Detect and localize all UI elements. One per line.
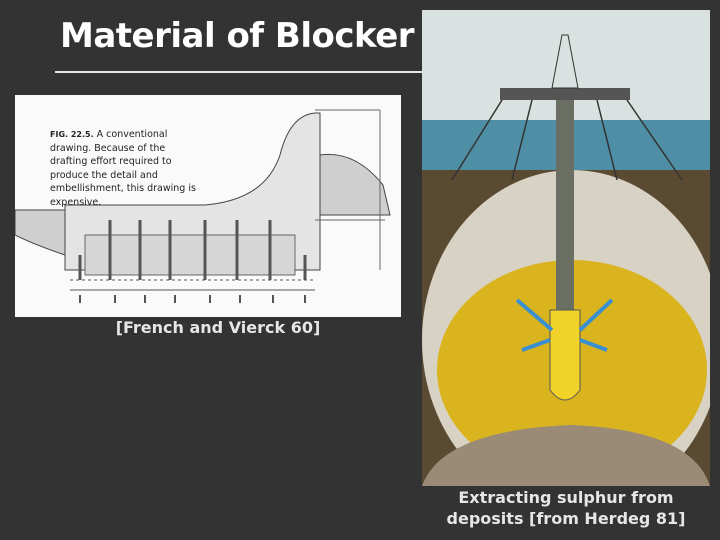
conventional-drawing-figure: FIG. 22.5. A conventional drawing. Becau… [14,95,401,317]
dam-drawing [14,109,391,303]
title-underline [55,71,425,73]
right-figure-caption: Extracting sulphur from deposits [from H… [446,488,686,528]
sulphur-illustration [422,10,720,510]
figure-label: FIG. 22.5. [50,130,94,139]
slide-title: Material of Blocker [60,16,415,56]
figure-description: FIG. 22.5. A conventional drawing. Becau… [50,128,200,209]
left-figure-caption: [French and Vierck 60] [115,318,321,337]
sulphur-extraction-illustration [422,10,720,510]
figure-text: A conventional drawing. Because of the d… [50,129,196,208]
